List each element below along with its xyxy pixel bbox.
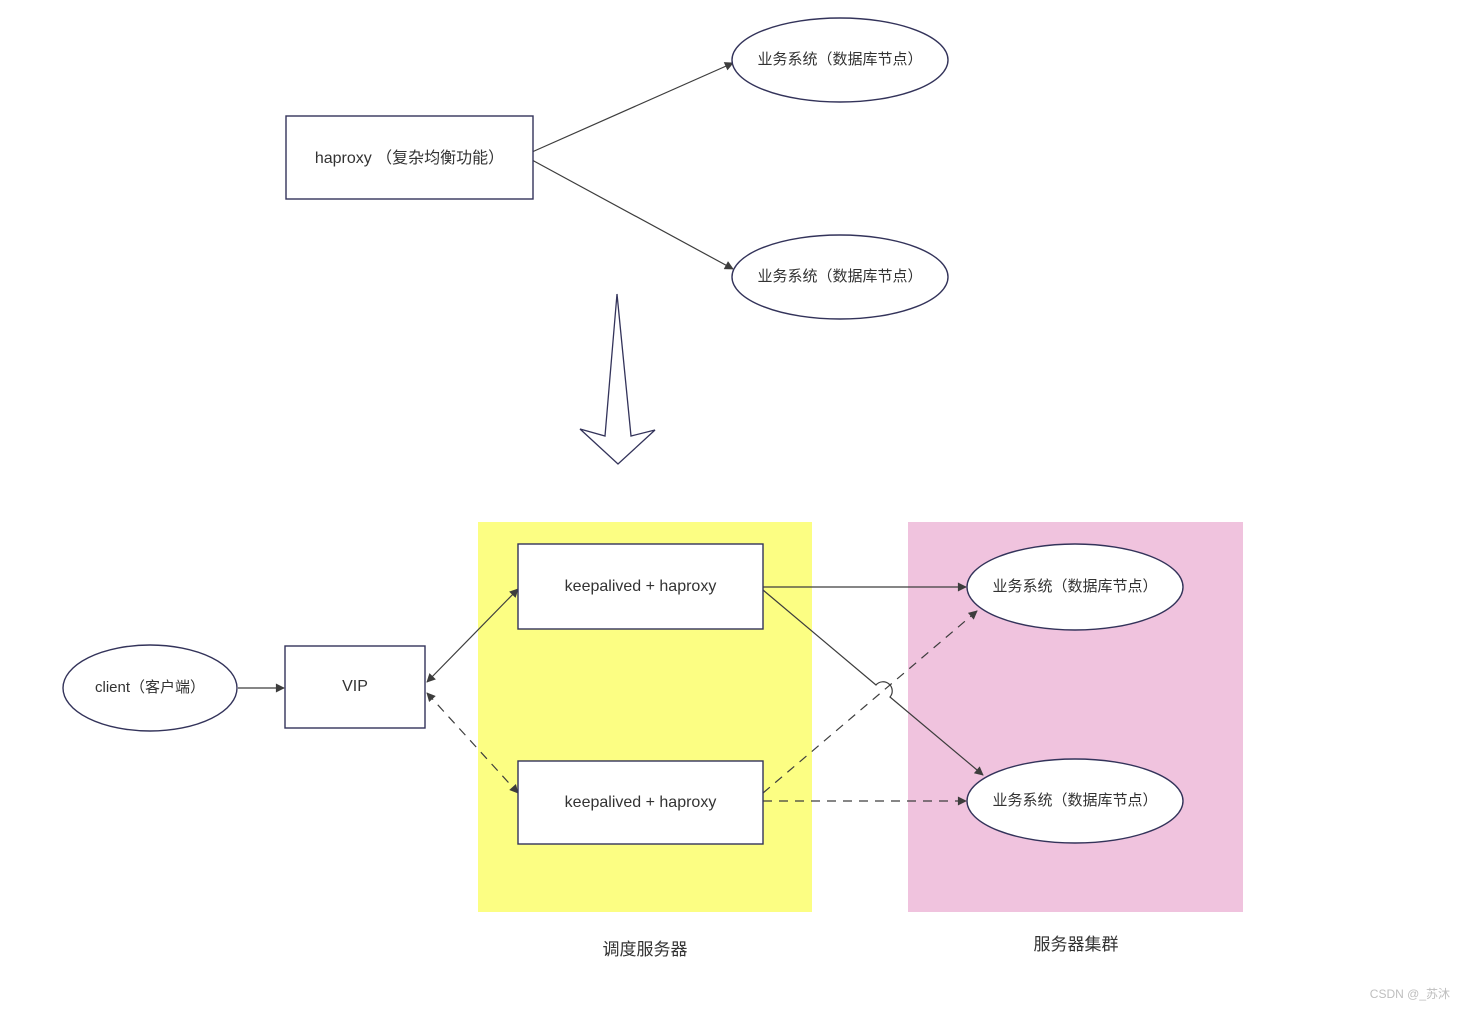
dbnode-bottom-label: 业务系统（数据库节点） bbox=[757, 267, 923, 285]
lb-backup-box bbox=[517, 760, 764, 845]
scheduler-group-label: 调度服务器 bbox=[602, 940, 688, 960]
transition-down-arrow-icon bbox=[579, 293, 656, 465]
dbnode-bottom-ellipse bbox=[731, 234, 949, 320]
lb-primary-label: keepalived + haproxy bbox=[564, 577, 717, 595]
cluster-dbnode-bottom-label: 业务系统（数据库节点） bbox=[992, 791, 1158, 809]
cluster-dbnode-top-label: 业务系统（数据库节点） bbox=[992, 577, 1158, 595]
haproxy-box bbox=[285, 115, 534, 200]
dbnode-top-ellipse bbox=[731, 17, 949, 103]
csdn-watermark: CSDN @_苏沐 bbox=[1369, 986, 1450, 1001]
dbnode-top-label: 业务系统（数据库节点） bbox=[757, 50, 923, 68]
cluster-group-label: 服务器集群 bbox=[1033, 935, 1119, 955]
edge-lbprimary-to-dbnode-bottom-with-hop bbox=[762, 589, 984, 776]
vip-box bbox=[284, 645, 426, 729]
edge-haproxy-to-dbnode-top bbox=[531, 62, 734, 153]
lb-backup-label: keepalived + haproxy bbox=[564, 793, 717, 811]
edge-haproxy-to-dbnode-bottom bbox=[531, 159, 734, 270]
cluster-dbnode-bottom-ellipse bbox=[966, 758, 1184, 844]
edge-vip-lb-backup-dashed bbox=[426, 692, 519, 794]
lb-primary-box bbox=[517, 543, 764, 630]
client-label: client（客户端） bbox=[94, 678, 206, 696]
edge-vip-lb-primary bbox=[426, 588, 519, 683]
client-ellipse bbox=[62, 644, 238, 732]
cluster-dbnode-top-ellipse bbox=[966, 543, 1184, 631]
haproxy-box-label: haproxy （复杂均衡功能） bbox=[314, 149, 505, 167]
vip-label: VIP bbox=[342, 678, 368, 695]
